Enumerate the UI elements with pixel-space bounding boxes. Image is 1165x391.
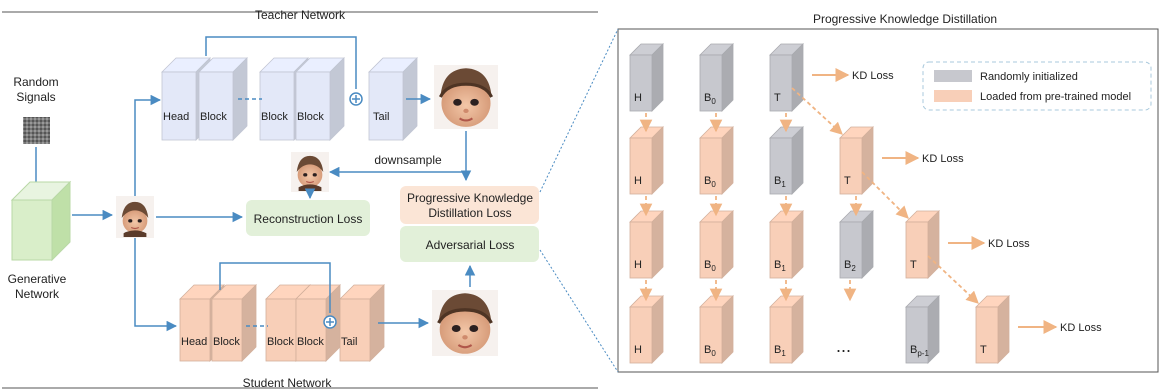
pkd-cube-r3-c4 xyxy=(975,295,1010,364)
student-tail-cube-4 xyxy=(339,284,385,362)
kd-loss-1-label: KD Loss xyxy=(852,70,894,82)
student-head-label-0: Head xyxy=(181,336,207,348)
random-signals-label-1: Random xyxy=(13,75,58,89)
student-network-title: Student Network xyxy=(243,376,333,390)
pkd-panel-title: Progressive Knowledge Distillation xyxy=(813,12,997,26)
pkd-cube-r3-c2 xyxy=(769,295,804,364)
legend-swatch-random xyxy=(934,70,972,82)
pkd-cube-r0-c2 xyxy=(769,43,804,112)
teacher-skip-connection xyxy=(205,36,357,89)
student-output-image xyxy=(432,288,498,358)
pkd-cube-r3-c1 xyxy=(699,295,734,364)
pkd-cube-r2-c1 xyxy=(699,210,734,279)
downsample-label: downsample xyxy=(374,153,442,167)
pkd-label-r1-c3: T xyxy=(844,175,851,187)
pkd-cube-r3-c3 xyxy=(905,295,940,364)
pkd-loss-label-2: Distillation Loss xyxy=(428,206,511,220)
zoom-line-bottom xyxy=(539,249,619,373)
generative-network-cube xyxy=(10,180,72,262)
pkd-diag-arrow-1 xyxy=(791,87,843,135)
pkd-label-r1-c0: H xyxy=(634,175,642,187)
student-skip-connection xyxy=(219,262,331,313)
kd-loss-4-label: KD Loss xyxy=(1060,322,1102,334)
adversarial-loss-label: Adversarial Loss xyxy=(426,238,515,252)
reconstruction-loss-label: Reconstruction Loss xyxy=(254,212,363,226)
arrow-image-to-student xyxy=(134,238,178,332)
pkd-cube-r2-c2 xyxy=(769,210,804,279)
pkd-cube-r2-c0 xyxy=(629,210,664,279)
pkd-label-r0-c2: T xyxy=(774,92,781,104)
legend-loaded-label: Loaded from pre-trained model xyxy=(980,91,1131,103)
legend-swatch-loaded xyxy=(934,90,972,102)
pkd-label-r3-c0: H xyxy=(634,344,642,356)
pkd-diag-arrow-3 xyxy=(927,255,979,304)
random-signals-label-2: Signals xyxy=(16,90,55,104)
random-signals-noise xyxy=(23,117,50,144)
pkd-loss-box xyxy=(400,186,539,224)
kd-loss-2-label: KD Loss xyxy=(922,153,964,165)
generative-network-label-1: Generative xyxy=(8,272,67,286)
teacher-head-label-0: Head xyxy=(163,111,189,123)
kd-loss-3-label: KD Loss xyxy=(988,238,1030,250)
reconstruction-loss-box xyxy=(246,200,370,236)
student-block-label-3: Block xyxy=(297,336,324,348)
pkd-cube-r1-c1 xyxy=(699,126,734,195)
teacher-block-label-1: Block xyxy=(200,111,227,123)
pkd-label-r3-c4: T xyxy=(980,344,987,356)
pkd-cube-r1-c3 xyxy=(839,126,874,195)
student-block-label-2: Block xyxy=(267,336,294,348)
pkd-diag-arrow-2 xyxy=(861,171,909,219)
teacher-block-label-2: Block xyxy=(261,111,288,123)
student-block-label-1: Block xyxy=(213,336,240,348)
pkd-loss-label-1: Progressive Knowledge xyxy=(407,191,533,205)
student-block-cube-1 xyxy=(211,284,257,362)
teacher-output-image xyxy=(434,64,498,130)
right-panel-frame xyxy=(617,28,1159,373)
arrow-image-to-teacher xyxy=(134,94,162,196)
pkd-cube-r1-c0 xyxy=(629,126,664,195)
legend-random-label: Randomly initialized xyxy=(980,71,1078,83)
pkd-cube-r0-c0 xyxy=(629,43,664,112)
teacher-network-title: Teacher Network xyxy=(255,8,346,22)
teacher-blocks: Head Block Block Block Tail xyxy=(161,57,418,141)
legend-box xyxy=(922,61,1152,111)
pkd-ellipsis: ... xyxy=(836,336,851,356)
pkd-cube-r2-c4 xyxy=(905,210,940,279)
teacher-block-cube-3 xyxy=(295,57,345,141)
adversarial-loss-box xyxy=(400,226,539,262)
generative-network-label-2: Network xyxy=(15,287,60,301)
pkd-label-r0-c0: H xyxy=(634,92,642,104)
pkd-label-r2-c0: H xyxy=(634,259,642,271)
zoom-line-top xyxy=(539,28,619,193)
teacher-tail-label-4: Tail xyxy=(373,111,390,123)
pkd-cube-r3-c0 xyxy=(629,295,664,364)
pkd-label-r2-c4: T xyxy=(910,259,917,271)
pkd-cube-r2-c3 xyxy=(839,210,874,279)
student-tail-label-4: Tail xyxy=(341,336,358,348)
pkd-cube-r0-c1 xyxy=(699,43,734,112)
pkd-cube-r1-c2 xyxy=(769,126,804,195)
teacher-block-label-3: Block xyxy=(297,111,324,123)
